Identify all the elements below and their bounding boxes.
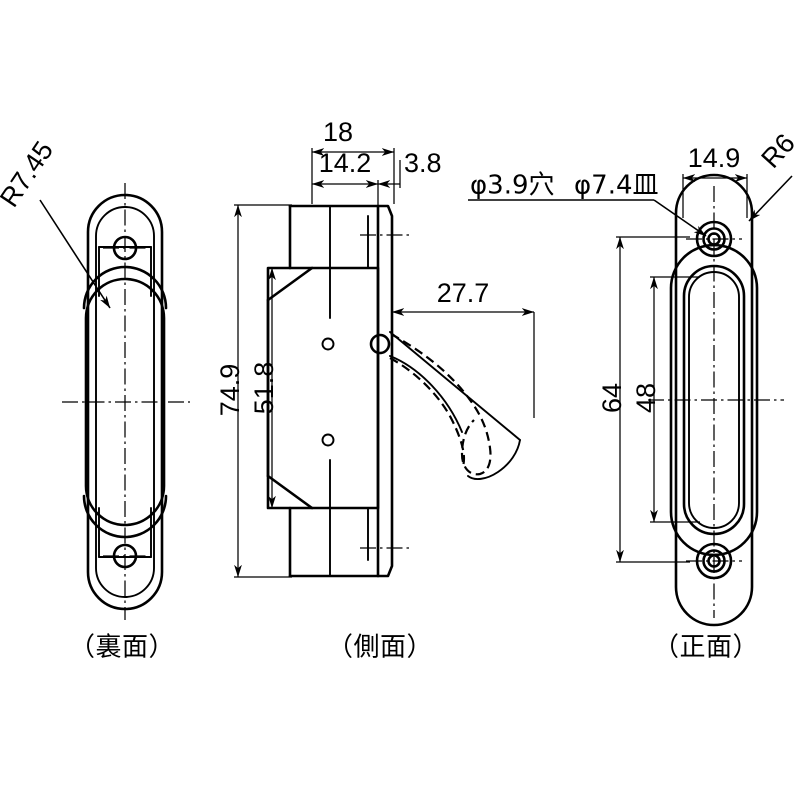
back-upper-shoulder-arc [82, 265, 168, 310]
front-body-outer [669, 243, 759, 557]
view-label-back: （裏面） [69, 633, 175, 663]
view-label-side: （側面） [327, 633, 433, 663]
back-plate-inner-outline [95, 206, 155, 598]
dim-14-9: 14.9 [688, 143, 741, 173]
side-mounting-plate [376, 204, 394, 578]
view-side: 18 14.2 3.8 74.9 51.8 27.7 （側面） [215, 117, 535, 663]
back-plate-outline [86, 193, 164, 611]
dim-27-7: 27.7 [437, 278, 490, 308]
dim-48: 48 [631, 383, 661, 413]
dim-r745: R7.45 [0, 136, 59, 213]
r745-leader-line [39, 199, 111, 309]
back-grip-body [84, 277, 166, 527]
view-back: R7.45 （裏面） [0, 136, 190, 663]
note-hole-diameter: φ3.9穴 [470, 171, 555, 201]
dim-74-9: 74.9 [215, 364, 245, 417]
hook-tip-outline [467, 439, 521, 480]
hook-upper-arm [389, 331, 521, 441]
side-body-top-chamfer [266, 266, 314, 302]
hook-hidden-profile [390, 333, 492, 476]
side-screw-hole-upper [321, 337, 335, 351]
view-label-front: （正面） [653, 633, 759, 663]
back-lower-shoulder-arc [82, 494, 168, 539]
side-body-block-outline [266, 266, 380, 510]
dim-14-2: 14.2 [319, 148, 372, 178]
r6-leader-line [748, 175, 793, 222]
side-body-bottom-chamfer [266, 474, 314, 510]
dim-3-8: 3.8 [404, 148, 442, 178]
hook-lower-arm [389, 355, 463, 433]
side-screw-hole-lower [321, 433, 335, 447]
note-leader-line [653, 199, 707, 237]
side-plate-hole-upper [369, 333, 391, 355]
front-pocket-inner [682, 264, 746, 536]
view-front: φ3.9穴 φ7.4皿 14.9 R6 64 48 [468, 128, 800, 663]
dim-64: 64 [597, 383, 627, 413]
dim-r6: R6 [755, 128, 800, 174]
dim-18: 18 [323, 117, 353, 147]
hook-hidden-profile-inner [389, 357, 466, 467]
dim-51-8: 51.8 [249, 362, 279, 415]
note-countersink-diameter: φ7.4皿 [574, 171, 659, 201]
